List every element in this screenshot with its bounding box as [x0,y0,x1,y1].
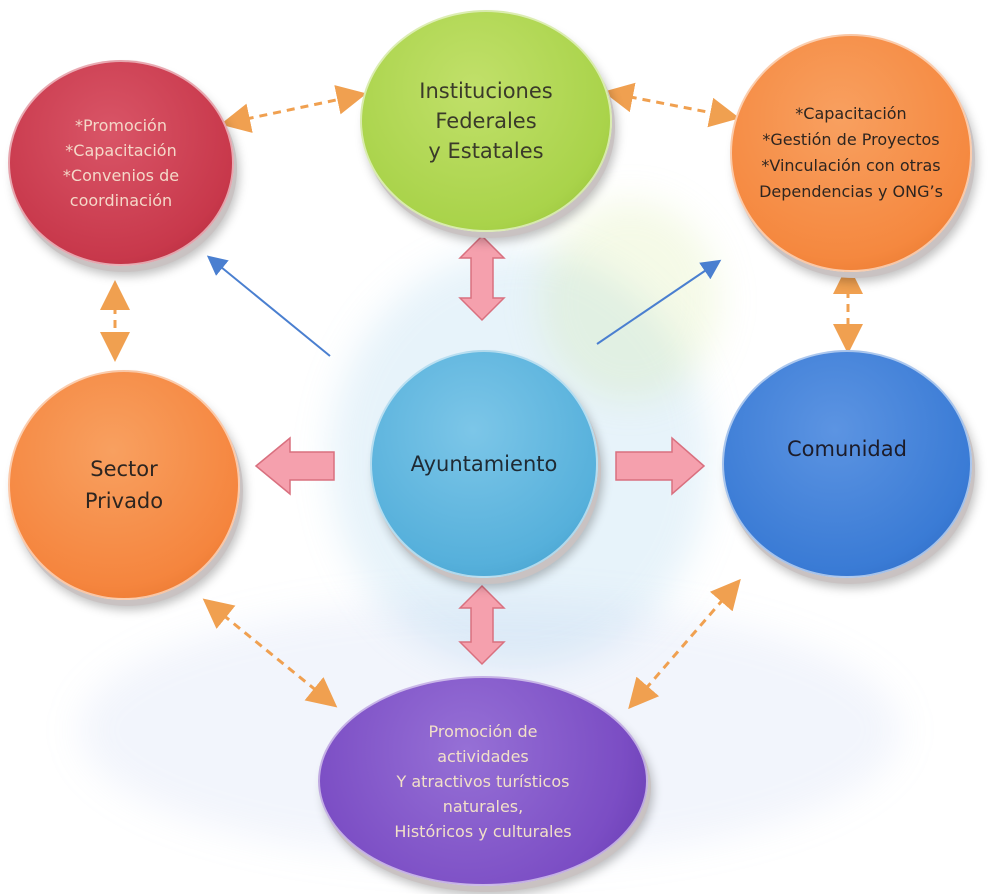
block-arrow-center-bottom [458,584,506,666]
node-ayuntamiento-label: Ayuntamiento [410,452,558,476]
node-instituciones: Instituciones Federales y Estatales [360,10,612,232]
blue-arrow-to-lefttop [206,255,331,357]
node-promocion-capacitacion-label: *Promoción *Capacitación *Convenios de c… [62,116,180,210]
node-promocion-capacitacion: *Promoción *Capacitación *Convenios de c… [8,60,234,266]
node-instituciones-label: Instituciones Federales y Estatales [419,79,553,163]
background-leaf [540,200,720,400]
node-promocion-actividades: Promoción de actividades Y atractivos tu… [318,676,648,886]
node-ayuntamiento: Ayuntamiento [370,350,598,578]
dashed-arrow-left-bottom [202,598,338,708]
dashed-arrow-lefttop-top [220,85,367,133]
node-comunidad: Comunidad [722,350,972,578]
node-capacitacion-gestion: *Capacitación *Gestión de Proyectos *Vin… [730,34,972,272]
node-sector-privado-label: Sector Privado [84,457,164,513]
blue-arrow-to-righttop [596,259,722,345]
block-arrow-center-top [458,234,506,322]
node-capacitacion-gestion-label: *Capacitación *Gestión de Proyectos *Vin… [759,104,943,201]
node-sector-privado: Sector Privado [8,370,240,600]
dashed-arrow-right-bottom [628,578,741,710]
dashed-arrow-top-righttop [603,82,740,128]
node-promocion-actividades-label: Promoción de actividades Y atractivos tu… [394,721,572,841]
block-arrow-center-right [615,436,706,496]
node-comunidad-label: Comunidad [787,437,907,461]
block-arrow-center-left [254,436,335,496]
